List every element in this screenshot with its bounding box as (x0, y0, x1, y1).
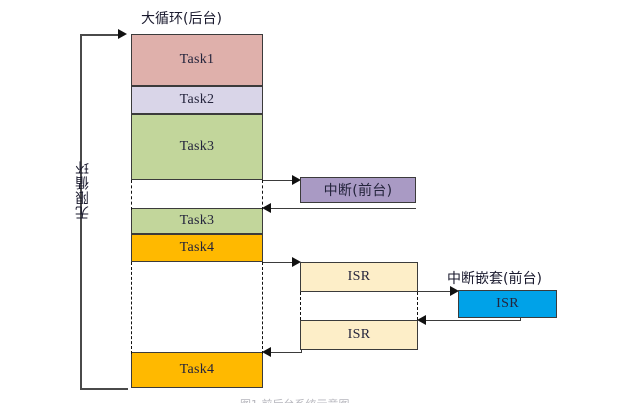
task-block-label: Task3 (179, 213, 215, 228)
arrow-line-to-isr (263, 262, 298, 263)
loop-label: 无限循环 (75, 160, 91, 220)
dashed-line-right-task (262, 180, 263, 210)
loop-arrow-head (118, 29, 127, 39)
loop-bracket-bottom (80, 388, 128, 390)
arrow-head-isr-to-task (262, 347, 271, 357)
isr-block-label: ISR (347, 269, 371, 284)
nested-isr-return-drop (520, 318, 521, 321)
task-block-task1: Task1 (131, 34, 263, 86)
task-block-task4-resumed: Task4 (131, 352, 263, 388)
task-block-label: Task4 (179, 362, 215, 377)
arrow-line-from-interrupt (266, 208, 416, 209)
task-block-task4-first: Task4 (131, 234, 263, 262)
arrow-line-from-nested-isr (421, 320, 521, 321)
title-nested-interrupt: 中断嵌套(前台) (447, 271, 542, 287)
task-block-task3-resumed: Task3 (131, 208, 263, 234)
bottom-caption: 图1 前后台系统示意图 (240, 396, 420, 403)
dashed-line-right-task-2 (262, 262, 263, 354)
isr-block-label: ISR (347, 327, 371, 342)
interrupt-box: 中断(前台) (300, 177, 416, 203)
arrow-head-to-nested-isr (450, 286, 459, 296)
dashed-line-right-isr (417, 292, 418, 320)
isr-suspend-gap (300, 292, 418, 320)
dashed-line-left-isr (300, 292, 301, 320)
isr-block-resumed: ISR (300, 320, 418, 350)
arrow-line-isr-to-task (266, 352, 302, 353)
task-block-task2: Task2 (131, 86, 263, 114)
nested-isr-block: ISR (458, 290, 557, 318)
task-suspend-gap-2 (131, 262, 263, 352)
dashed-line-left-task-2 (131, 262, 132, 354)
task-block-task3-first: Task3 (131, 114, 263, 180)
dashed-line-left-task (131, 180, 132, 210)
arrow-head-from-nested-isr (417, 315, 426, 325)
arrow-line-to-nested-isr (418, 291, 456, 292)
task-suspend-gap-1 (131, 180, 263, 208)
interrupt-box-label: 中断(前台) (323, 183, 393, 199)
task-block-label: Task3 (179, 139, 215, 154)
isr-block-first: ISR (300, 262, 418, 292)
nested-isr-label: ISR (496, 296, 519, 311)
task-block-label: Task2 (179, 92, 215, 107)
arrow-drop-isr-to-task (301, 350, 302, 352)
loop-bracket-top (80, 34, 120, 36)
task-block-label: Task1 (179, 52, 215, 67)
arrow-head-to-interrupt (292, 175, 301, 185)
title-background: 大循环(后台) (141, 11, 222, 27)
arrow-head-from-interrupt (262, 203, 271, 213)
arrow-line-to-interrupt (263, 180, 298, 181)
task-block-label: Task4 (179, 240, 215, 255)
arrow-head-to-isr (292, 257, 301, 267)
loop-bracket-side (80, 34, 82, 388)
